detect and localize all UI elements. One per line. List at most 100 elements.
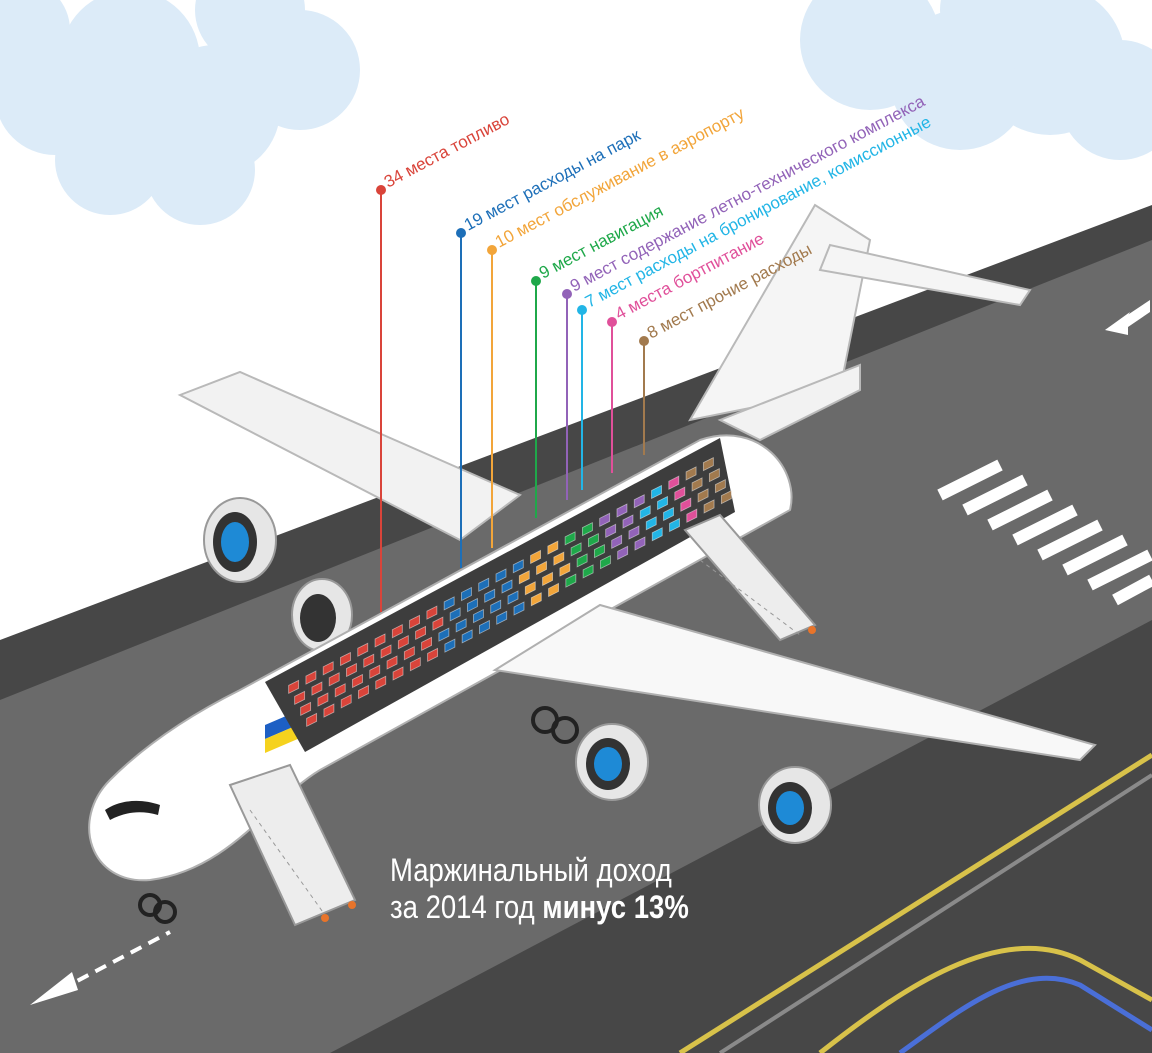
seat xyxy=(599,512,611,527)
seat xyxy=(432,616,444,631)
seat xyxy=(663,506,674,522)
seat xyxy=(380,644,392,659)
seat xyxy=(496,610,508,625)
seat xyxy=(605,523,617,538)
seat xyxy=(553,551,565,566)
taxi-line-grey xyxy=(718,773,1152,1053)
seat xyxy=(300,701,312,717)
seat xyxy=(311,681,323,696)
seat xyxy=(697,488,709,503)
seat xyxy=(622,514,634,529)
seat xyxy=(461,629,473,644)
seat xyxy=(294,690,306,706)
seat xyxy=(588,532,599,548)
seat xyxy=(576,553,588,568)
seat xyxy=(363,653,375,668)
seat xyxy=(438,627,450,642)
seat xyxy=(633,494,645,509)
boarding-stairs-rear xyxy=(683,513,817,642)
seat xyxy=(542,571,553,587)
engine-far-2 xyxy=(291,578,353,652)
leader-dot xyxy=(562,289,572,299)
seat xyxy=(455,618,467,633)
wing-near xyxy=(492,603,1097,762)
seat xyxy=(409,657,421,672)
engine-far-1 xyxy=(203,497,277,583)
seat xyxy=(708,467,720,483)
cockpit-window xyxy=(105,800,160,820)
seat xyxy=(409,614,421,630)
seat xyxy=(490,599,502,614)
leader-dot xyxy=(531,276,541,286)
seat xyxy=(582,521,593,537)
seat xyxy=(639,505,651,520)
seat xyxy=(334,683,346,698)
seat xyxy=(548,582,559,598)
landing-gear-main xyxy=(531,706,579,744)
seat xyxy=(714,478,726,494)
seat xyxy=(323,703,335,718)
seat xyxy=(443,596,455,611)
landing-gear-nose xyxy=(138,893,177,924)
seat xyxy=(473,608,484,624)
seat xyxy=(352,673,363,689)
seat xyxy=(559,562,571,577)
seat xyxy=(507,590,519,605)
seat xyxy=(570,542,582,557)
leader-dot xyxy=(376,185,386,195)
tail-stabilizer-left xyxy=(717,363,861,442)
seat xyxy=(317,692,329,707)
engine-near-2 xyxy=(758,766,832,844)
taxi-line-blue-curve xyxy=(898,975,1152,1053)
seat xyxy=(668,475,680,490)
seat xyxy=(306,712,318,728)
seat xyxy=(691,477,703,492)
caption-highlight: минус 13% xyxy=(542,889,689,925)
seat xyxy=(530,592,542,607)
boarding-stairs-front xyxy=(228,763,357,927)
seat xyxy=(651,484,662,500)
seat xyxy=(536,560,547,576)
seat xyxy=(703,499,715,514)
runway-arrow-top xyxy=(1105,300,1150,335)
seat xyxy=(495,568,507,583)
seat xyxy=(484,588,496,603)
seat xyxy=(340,694,352,709)
seat xyxy=(403,646,415,661)
seat xyxy=(565,573,577,588)
engine-near-1 xyxy=(575,723,649,801)
seat xyxy=(346,662,357,678)
seat xyxy=(501,579,513,594)
seat xyxy=(657,495,668,511)
seat xyxy=(651,527,663,542)
seat xyxy=(582,564,594,579)
seat xyxy=(564,531,576,546)
leader-dot xyxy=(639,336,649,346)
seat xyxy=(720,489,732,505)
seat xyxy=(427,647,439,663)
seat xyxy=(611,534,623,549)
seat xyxy=(305,670,317,685)
seat xyxy=(461,586,472,602)
taxi-line-yellow-curve xyxy=(818,945,1152,1053)
seat xyxy=(513,601,525,616)
seat xyxy=(340,651,351,667)
tail-stabilizer xyxy=(818,243,1032,307)
seat xyxy=(600,554,611,570)
seat xyxy=(669,517,680,533)
seat xyxy=(449,607,461,622)
seat xyxy=(674,486,686,501)
seat xyxy=(328,672,340,687)
leader-dot xyxy=(607,317,617,327)
caption-line-2: за 2014 год минус 13% xyxy=(390,889,689,926)
seat xyxy=(512,559,524,574)
seat xyxy=(680,497,692,512)
seat xyxy=(391,624,403,639)
cloud-right xyxy=(800,0,1152,160)
seat xyxy=(634,536,646,551)
seat xyxy=(421,636,433,652)
seat xyxy=(518,570,530,585)
caption-line-1: Маржинальный доход xyxy=(390,852,672,888)
leader-dot xyxy=(456,228,466,238)
